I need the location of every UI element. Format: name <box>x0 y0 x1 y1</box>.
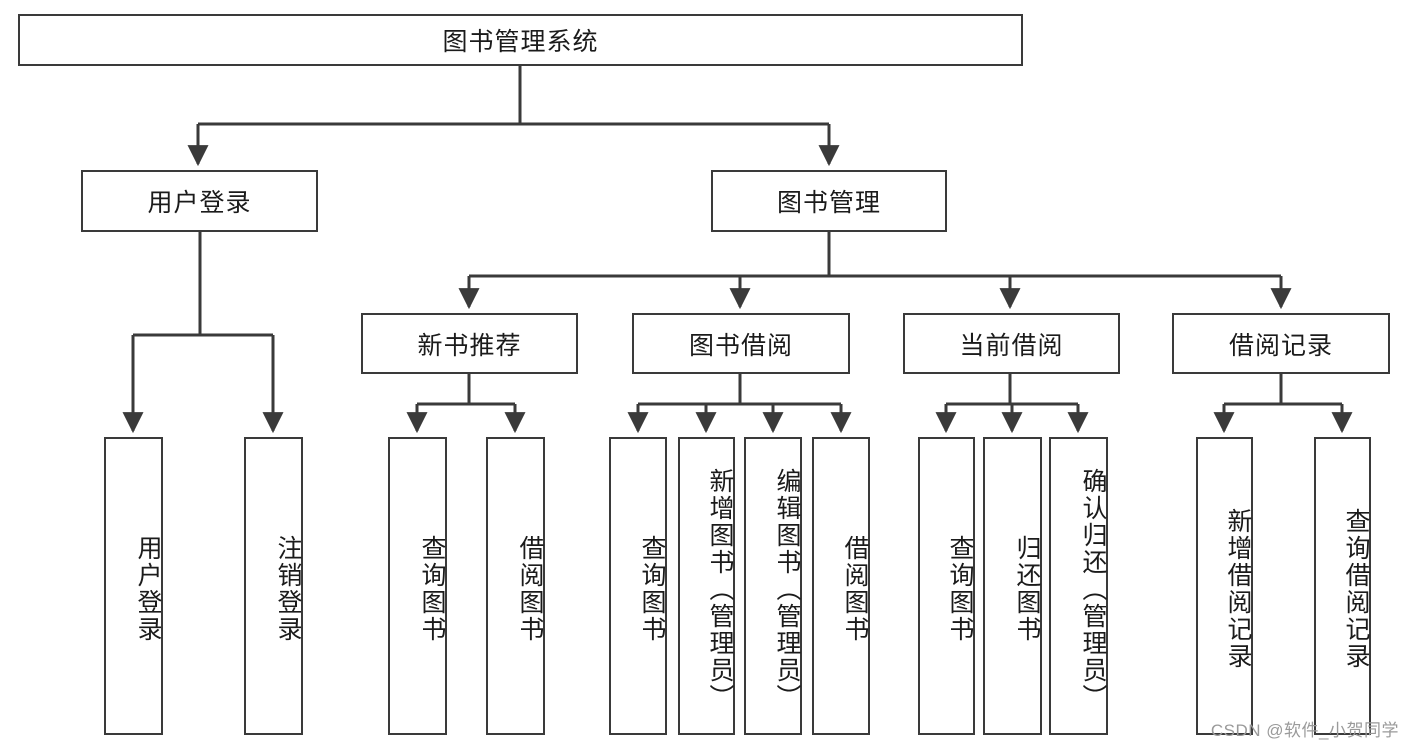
node-level2-user-login[interactable]: 用户登录 <box>81 170 318 232</box>
node-label: 图书借阅 <box>688 331 793 360</box>
node-level3-book-borrow[interactable]: 图书借阅 <box>632 313 850 374</box>
leaf-query-book-current[interactable]: 查询图书 <box>918 437 975 735</box>
node-label: 注销登录 <box>274 535 302 643</box>
node-label: 用户登录 <box>134 535 162 643</box>
node-level3-borrow-record[interactable]: 借阅记录 <box>1172 313 1390 374</box>
leaf-return-book[interactable]: 归还图书 <box>983 437 1042 735</box>
node-label: 新增图书（管理员） <box>706 467 734 711</box>
csdn-watermark: CSDN @软件_小贺同学 <box>1210 721 1399 740</box>
node-label: 新增借阅记录 <box>1224 508 1252 670</box>
node-label: 图书管理 <box>776 189 881 217</box>
leaf-add-borrow-record[interactable]: 新增借阅记录 <box>1196 437 1253 735</box>
node-root-label: 图书管理系统 <box>442 28 599 56</box>
leaf-borrow-book-newbook[interactable]: 借阅图书 <box>486 437 545 735</box>
node-label: 查询图书 <box>418 535 446 643</box>
node-label: 查询图书 <box>946 535 974 643</box>
leaf-query-borrow-record[interactable]: 查询借阅记录 <box>1314 437 1371 735</box>
node-label: 用户登录 <box>147 189 252 217</box>
node-label: 当前借阅 <box>959 331 1064 360</box>
node-label: 借阅记录 <box>1228 331 1333 360</box>
leaf-user-login[interactable]: 用户登录 <box>104 437 163 735</box>
node-root[interactable]: 图书管理系统 <box>18 14 1023 66</box>
node-label: 借阅图书 <box>841 535 869 643</box>
node-label: 查询借阅记录 <box>1342 508 1370 670</box>
node-label: 查询图书 <box>638 535 666 643</box>
leaf-query-book-borrow[interactable]: 查询图书 <box>609 437 667 735</box>
leaf-logout[interactable]: 注销登录 <box>244 437 303 735</box>
leaf-add-book-admin[interactable]: 新增图书（管理员） <box>678 437 735 735</box>
leaf-query-book-newbook[interactable]: 查询图书 <box>388 437 447 735</box>
node-level2-book-management[interactable]: 图书管理 <box>711 170 947 232</box>
leaf-borrow-book[interactable]: 借阅图书 <box>812 437 870 735</box>
node-label: 新书推荐 <box>417 331 522 360</box>
leaf-edit-book-admin[interactable]: 编辑图书（管理员） <box>744 437 802 735</box>
node-label: 编辑图书（管理员） <box>773 467 801 711</box>
node-label: 确认归还（管理员） <box>1079 467 1107 711</box>
node-level3-current-borrow[interactable]: 当前借阅 <box>903 313 1120 374</box>
node-label: 归还图书 <box>1013 535 1041 643</box>
leaf-confirm-return-admin[interactable]: 确认归还（管理员） <box>1049 437 1108 735</box>
node-level3-new-book-recommend[interactable]: 新书推荐 <box>361 313 578 374</box>
node-label: 借阅图书 <box>516 535 544 643</box>
